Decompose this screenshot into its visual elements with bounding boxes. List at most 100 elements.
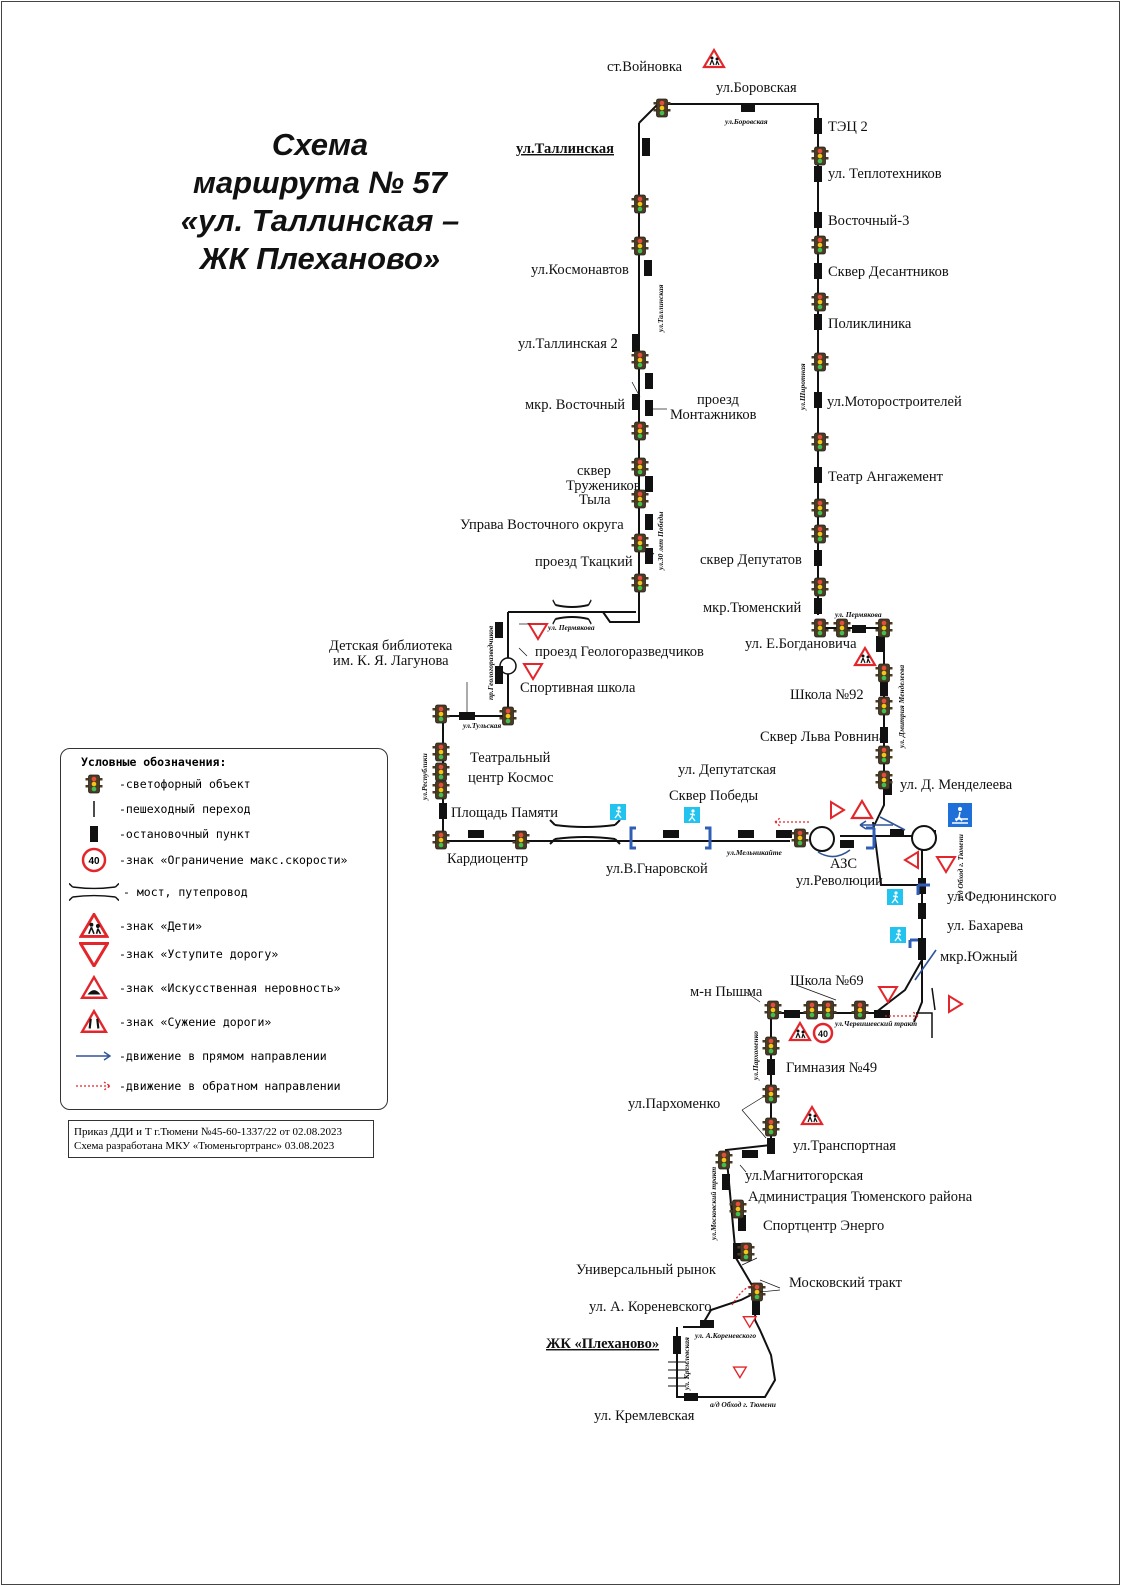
street-label: ул.Широтная <box>798 363 807 411</box>
legend-text: -остановочный пункт <box>119 827 251 841</box>
yield-sign-icon <box>878 986 898 1003</box>
stop-label: м-н Пышма <box>690 984 763 1000</box>
yield-sign-icon <box>528 623 548 640</box>
stop-label: ул. Депутатская <box>678 762 776 778</box>
stop-label: проезд Геологоразведчиков <box>535 644 704 660</box>
pedestrian-sign-icon <box>609 803 627 821</box>
stop-label: ул.Таллинская 2 <box>518 336 618 352</box>
order-note: Приказ ДДИ и Т г.Тюмени №45-60-1337/22 о… <box>68 1120 374 1158</box>
title-line-4: ЖК Плеханово» <box>199 241 441 276</box>
children-sign-icon <box>788 1021 812 1042</box>
stop-label: Московский тракт <box>789 1275 903 1291</box>
legend-item: -остановочный пункт <box>69 819 251 849</box>
yield-sign-icon <box>742 1315 757 1328</box>
stop-label: АЗС <box>830 856 857 872</box>
pedestrian-sign-icon <box>889 926 907 944</box>
stop-label: ул. Д. Менделеева <box>900 777 1013 793</box>
stop-label: Спортцентр Энерго <box>763 1218 884 1234</box>
legend-item: -светофорный объект <box>69 769 251 799</box>
map-title: Схема маршрута № 57 «ул. Таллинская – ЖК… <box>150 126 490 278</box>
street-label: а/д Обход г. Тюмени <box>710 1400 776 1409</box>
children-sign-icon <box>69 913 119 939</box>
legend-item: -знак «Дети» <box>69 911 202 941</box>
stop-label: Сквер Победы <box>669 788 758 804</box>
yield-sign-icon <box>903 850 919 870</box>
legend-item: -движение в обратном направлении <box>69 1071 341 1101</box>
stop-label: ул.Пархоменко <box>628 1096 720 1112</box>
stop-label-terminal: ул.Таллинская <box>516 141 614 157</box>
stop-label: Площадь Памяти <box>451 805 558 821</box>
street-label: ул. А.Кореневского <box>694 1331 756 1340</box>
legend-text: -движение в прямом направлении <box>119 1049 327 1063</box>
stop-label: Управа Восточного округа <box>460 517 624 533</box>
stop-label: ул. А. Кореневского <box>589 1299 712 1315</box>
children-sign-icon <box>853 646 877 667</box>
label-leaders <box>466 381 837 1293</box>
street-label: ул.Тульская <box>462 721 501 730</box>
roundabout-east <box>911 825 937 851</box>
stop-label: ст.Войновка <box>607 59 683 75</box>
stop-label: Сквер Льва Ровнина <box>760 729 886 745</box>
crosswalk-icon <box>69 799 119 819</box>
legend-title: Условные обозначения: <box>81 755 227 769</box>
legend-item: -знак «Уступите дорогу» <box>69 939 278 969</box>
reverse-arrows <box>731 817 919 1306</box>
stop-label: ул. Теплотехников <box>828 166 942 182</box>
stop-label: Монтажников <box>670 407 757 423</box>
street-label: ул.Мельникайте <box>726 848 782 857</box>
children-sign-icon <box>702 48 726 69</box>
legend-text: -знак «Уступите дорогу» <box>119 947 279 961</box>
stop-label: Театр Ангажемент <box>828 469 944 485</box>
legend-item: - мост, путепровод <box>69 877 248 907</box>
stop-label: сквер <box>577 463 611 479</box>
street-label: ул. Пермякова <box>834 610 882 619</box>
stop-label: Гимназия №49 <box>786 1060 877 1076</box>
street-label: пр.Геологоразведчиков <box>486 625 495 700</box>
legend-item: 40 -знак «Ограничение макс.скорости» <box>69 845 347 875</box>
legend-item: -движение в прямом направлении <box>69 1041 327 1071</box>
forward-arrow-icon <box>69 1050 119 1062</box>
title-line-1: Схема <box>271 127 369 162</box>
warning-sign-icon <box>850 799 874 820</box>
legend-text: -знак «Сужение дороги» <box>119 1015 272 1029</box>
stop-label: Восточный-3 <box>828 213 909 229</box>
street-label: ул.30 лет Победы <box>656 512 665 571</box>
legend-item: -пешеходный переход <box>69 794 251 824</box>
bridge-icon <box>69 879 119 905</box>
pedestrian-sign-icon <box>683 806 701 824</box>
stop-label: ул.Транспортная <box>793 1138 896 1154</box>
pedestrian-sign-icon <box>886 888 904 906</box>
stop-label: ТЭЦ 2 <box>828 119 868 135</box>
stop-label: ул.Моторостроителей <box>827 394 962 410</box>
yield-sign-icon <box>936 856 956 873</box>
speed-limit-icon: 40 <box>69 846 119 874</box>
stop-label: Спортивная школа <box>520 680 636 696</box>
title-line-2: маршрута № 57 <box>192 165 448 200</box>
yield-sign-icon <box>948 994 964 1014</box>
legend-item: -знак «Сужение дороги» <box>69 1007 271 1037</box>
stop-label: Детская библиотека <box>329 638 453 654</box>
reverse-arrow-icon <box>69 1080 119 1092</box>
stop-label: мкр.Тюменский <box>703 600 801 616</box>
svg-text:40: 40 <box>88 856 100 867</box>
legend-panel: Условные обозначения: -светофорный объек… <box>60 748 388 1110</box>
stop-label: центр Космос <box>468 770 554 786</box>
yield-sign-icon <box>523 663 543 680</box>
stop-label: мкр. Восточный <box>525 397 625 413</box>
street-label: ул.Республики <box>420 753 429 801</box>
stop-label: проезд <box>697 392 740 408</box>
narrowing-sign-icon <box>69 1009 119 1035</box>
legend-item: -знак «Искусственная неровность» <box>69 973 341 1003</box>
legend-text: -знак «Ограничение макс.скорости» <box>119 853 348 867</box>
bus-stop-icon <box>69 824 119 844</box>
bump-sign-icon <box>69 975 119 1001</box>
stop-label: Универсальный рынок <box>576 1262 717 1278</box>
stop-label: им. К. Я. Лагунова <box>333 653 449 669</box>
order-line-1: Приказ ДДИ и Т г.Тюмени №45-60-1337/22 о… <box>74 1126 342 1138</box>
stop-label: мкр.Южный <box>940 949 1018 965</box>
street-label: ул.Пархоменко <box>751 1031 760 1081</box>
stop-label: ул.Революции <box>796 873 883 889</box>
stop-label: Тыла <box>579 492 611 508</box>
stop-label: ул. Бахарева <box>947 918 1024 934</box>
